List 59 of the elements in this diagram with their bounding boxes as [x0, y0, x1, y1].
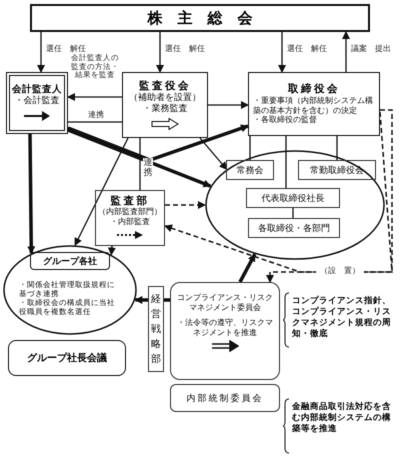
board-box: [122, 72, 208, 138]
note-text: 金融商品取引法対応を含む内部統制システムの構築等を推進: [292, 402, 392, 436]
group-ellipse: [205, 150, 385, 260]
connector-line: [139, 138, 141, 190]
meeting-box: 株 主 総 会: [30, 4, 370, 32]
bullet-text: ・業務監査: [142, 104, 188, 115]
executive-box: 代表取締役社長: [246, 188, 340, 208]
box-note: （内部監査部門）: [98, 207, 162, 217]
edge-label: 議案 提出: [349, 44, 393, 54]
connector-line: [292, 208, 294, 218]
box-title: 監査部: [110, 194, 150, 208]
arrow: [342, 31, 350, 72]
connector-line: [164, 298, 170, 302]
connector-line: [336, 136, 338, 160]
bullet-text: ・法令等の遵守、リスクマネジメントを推進: [177, 318, 273, 338]
arrow: [67, 93, 122, 101]
arrow: [156, 32, 164, 73]
arrow: [200, 138, 228, 170]
arrow: [208, 101, 249, 109]
committee-box: [170, 282, 280, 380]
committee-box: 内部統制委員会: [170, 384, 280, 412]
arrow: [74, 138, 129, 246]
connector-line: [68, 121, 122, 123]
auditor-box: [6, 72, 68, 134]
box-note: コンプライアンス・リスクマネジメント委員会: [177, 293, 273, 312]
bullet-text: ・重要事項（内部統制システム構築の基本方針を含む）の決定: [252, 96, 374, 114]
arrow: [278, 32, 286, 73]
arrow: [165, 201, 206, 209]
board-box: [248, 72, 380, 136]
arrow: [164, 112, 393, 273]
arrow: [238, 253, 256, 283]
bullet-text: ・各取締役の監督: [252, 115, 318, 125]
group-ellipse: [3, 245, 137, 335]
bullet-text: ・会計監査: [14, 96, 60, 107]
edge-label: （設 置）: [316, 266, 364, 276]
edge-label: 連携: [143, 158, 153, 179]
department-box: 経営戦略部: [148, 286, 164, 372]
arrow: [37, 32, 45, 73]
department-box: [95, 190, 165, 246]
note-text: コンプライアンス指針、コンプライアンス・リスクマネジメント規程の周知・徹底: [292, 296, 392, 340]
box-note: （補助者を設置）: [129, 93, 201, 104]
bullet-text: ・内部監査: [110, 216, 150, 226]
meeting-box: グループ社長会議: [8, 340, 126, 376]
edge-label: 選任 解任: [44, 44, 88, 54]
department-box: 各取締役・各部門: [248, 218, 340, 238]
edge-label: 選任 解任: [163, 44, 207, 54]
box-title: 取締役会: [288, 83, 340, 96]
box-title: 監査役会: [139, 80, 191, 92]
edge-label: 選任 解任: [285, 44, 329, 54]
committee-box: 常務会: [226, 160, 274, 180]
connector-line: [249, 136, 251, 160]
arrow: [108, 246, 116, 256]
company-box: グループ各社: [30, 252, 110, 270]
box-title: 会計監査人: [12, 84, 62, 96]
arrow: [134, 296, 148, 304]
arrow: [27, 134, 36, 254]
committee-box: 常勤取締役会: [298, 160, 376, 180]
arrow: [67, 128, 212, 188]
arrow: [67, 124, 249, 162]
